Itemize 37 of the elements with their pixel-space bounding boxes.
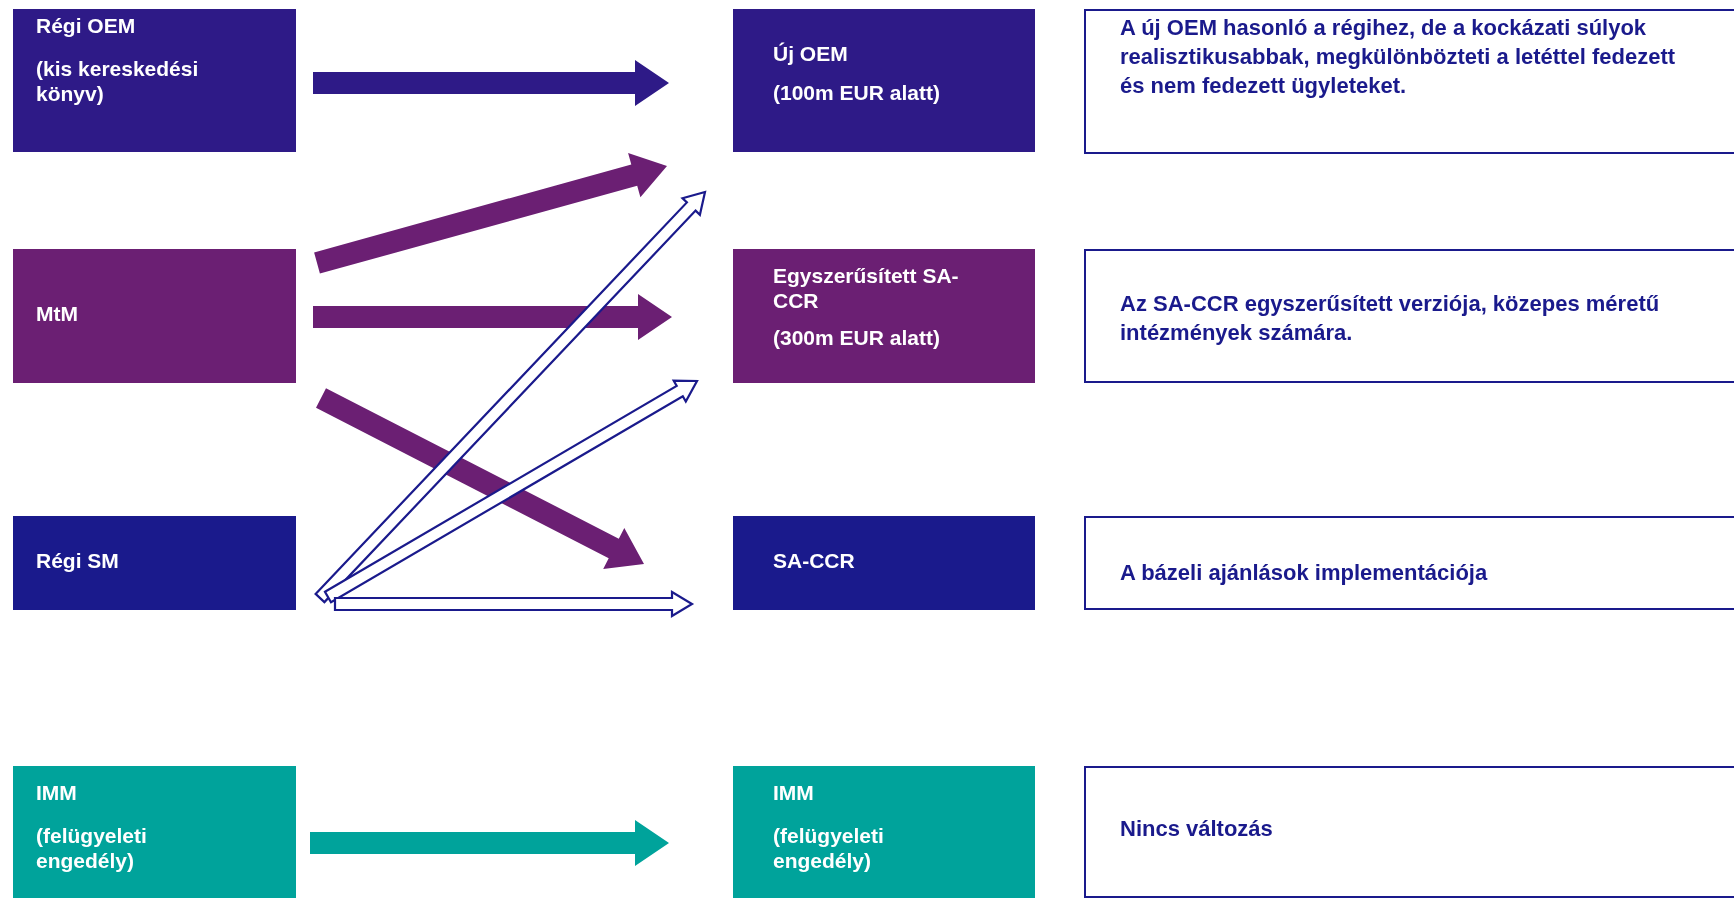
block-arrow — [314, 152, 667, 274]
box-heading: MtM — [36, 301, 79, 326]
box-note: (300m EUR alatt) — [773, 325, 941, 350]
box-heading: IMM — [36, 780, 78, 805]
block-arrow — [313, 294, 672, 340]
outline-arrow — [333, 590, 695, 618]
box-note: (100m EUR alatt) — [773, 80, 941, 105]
description-box — [1084, 9, 1734, 154]
box-heading: Egyszerűsített SA-CCR — [773, 263, 960, 313]
description-box — [1084, 249, 1734, 383]
box-heading: SA-CCR — [773, 548, 856, 573]
category-box — [13, 9, 296, 152]
box-note: (felügyeleti engedély) — [36, 823, 148, 873]
block-arrow — [310, 820, 669, 866]
block-arrow — [316, 388, 644, 569]
box-heading: Az SA-CCR egyszerűsített verziója, közepes méretű intézmények számára. — [1120, 290, 1661, 347]
description-box — [1084, 766, 1734, 898]
box-heading: Új OEM — [773, 41, 849, 66]
box-note: (kis kereskedési könyv) — [36, 56, 200, 106]
category-box — [733, 766, 1035, 898]
category-box — [733, 516, 1035, 610]
box-heading: A új OEM hasonló a régihez, de a kockázati súlyok realisztikusabbak, megkülönbözteti a letéttel fedezett és nem fedezett ügyleteket. — [1120, 14, 1677, 100]
box-heading: A bázeli ajánlások implementációja — [1120, 559, 1489, 587]
category-box — [733, 249, 1035, 383]
box-heading: Nincs változás — [1120, 815, 1274, 843]
category-box — [733, 9, 1035, 152]
box-heading: Régi OEM — [36, 13, 137, 38]
outline-arrow — [323, 379, 699, 604]
description-box — [1084, 516, 1734, 610]
category-box — [13, 516, 296, 610]
category-box — [13, 249, 296, 383]
block-arrow — [313, 60, 669, 106]
outline-arrow — [314, 190, 707, 604]
box-heading: IMM — [773, 780, 815, 805]
box-note: (felügyeleti engedély) — [773, 823, 885, 873]
category-box — [13, 766, 296, 898]
box-heading: Régi SM — [36, 548, 120, 573]
